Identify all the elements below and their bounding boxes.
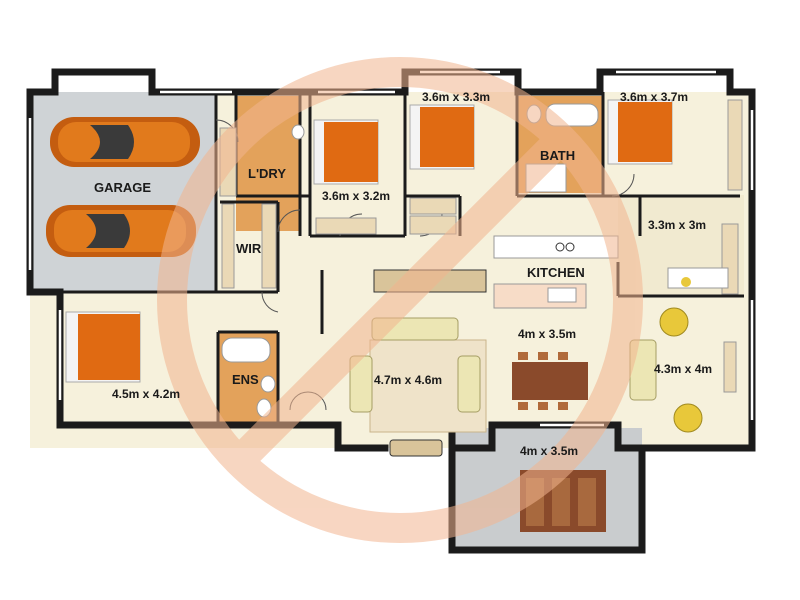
bath-icon [221, 337, 271, 363]
dining-size-label: 4m x 3.5m [518, 327, 577, 341]
sink-icon [291, 124, 305, 140]
bed2-size-label: 3.6m x 3.2m [322, 189, 391, 203]
armchair-icon [659, 307, 689, 337]
kitchen-label: KITCHEN [527, 265, 585, 280]
windows [28, 70, 754, 427]
study-size-label: 3.3m x 3m [648, 218, 707, 232]
sink-icon [260, 375, 276, 393]
joinery [219, 99, 743, 293]
bed-icon [409, 104, 475, 170]
sofa-icon [349, 317, 481, 457]
bed-icon [313, 119, 379, 185]
master-size-label: 4.5m x 4.2m [112, 387, 181, 401]
bath-label: BATH [540, 148, 576, 163]
alfresco-size-label: 4m x 3.5m [520, 444, 579, 458]
kitchen-benches [493, 235, 619, 309]
dining-table-icon [512, 352, 588, 410]
laundry-label: L'DRY [248, 166, 286, 181]
car-icon [50, 117, 200, 167]
family-size-label: 4.3m x 4m [654, 362, 713, 376]
ensuite-label: ENS [232, 372, 259, 387]
armchair-icon [673, 403, 703, 433]
bed4-size-label: 3.6m x 3.7m [620, 90, 689, 104]
living-furniture [349, 317, 487, 457]
bed-icon [65, 311, 141, 383]
bed-icon [607, 99, 673, 165]
prohibition-watermark-icon [157, 57, 643, 543]
stove-icon [555, 242, 565, 252]
desk-icon [667, 223, 739, 295]
garage-label: GARAGE [94, 180, 152, 195]
wir-label: WIR [236, 241, 262, 256]
car-icon [46, 205, 196, 257]
bed3-size-label: 3.6m x 3.3m [422, 90, 491, 104]
living-size-label: 4.7m x 4.6m [374, 373, 443, 387]
